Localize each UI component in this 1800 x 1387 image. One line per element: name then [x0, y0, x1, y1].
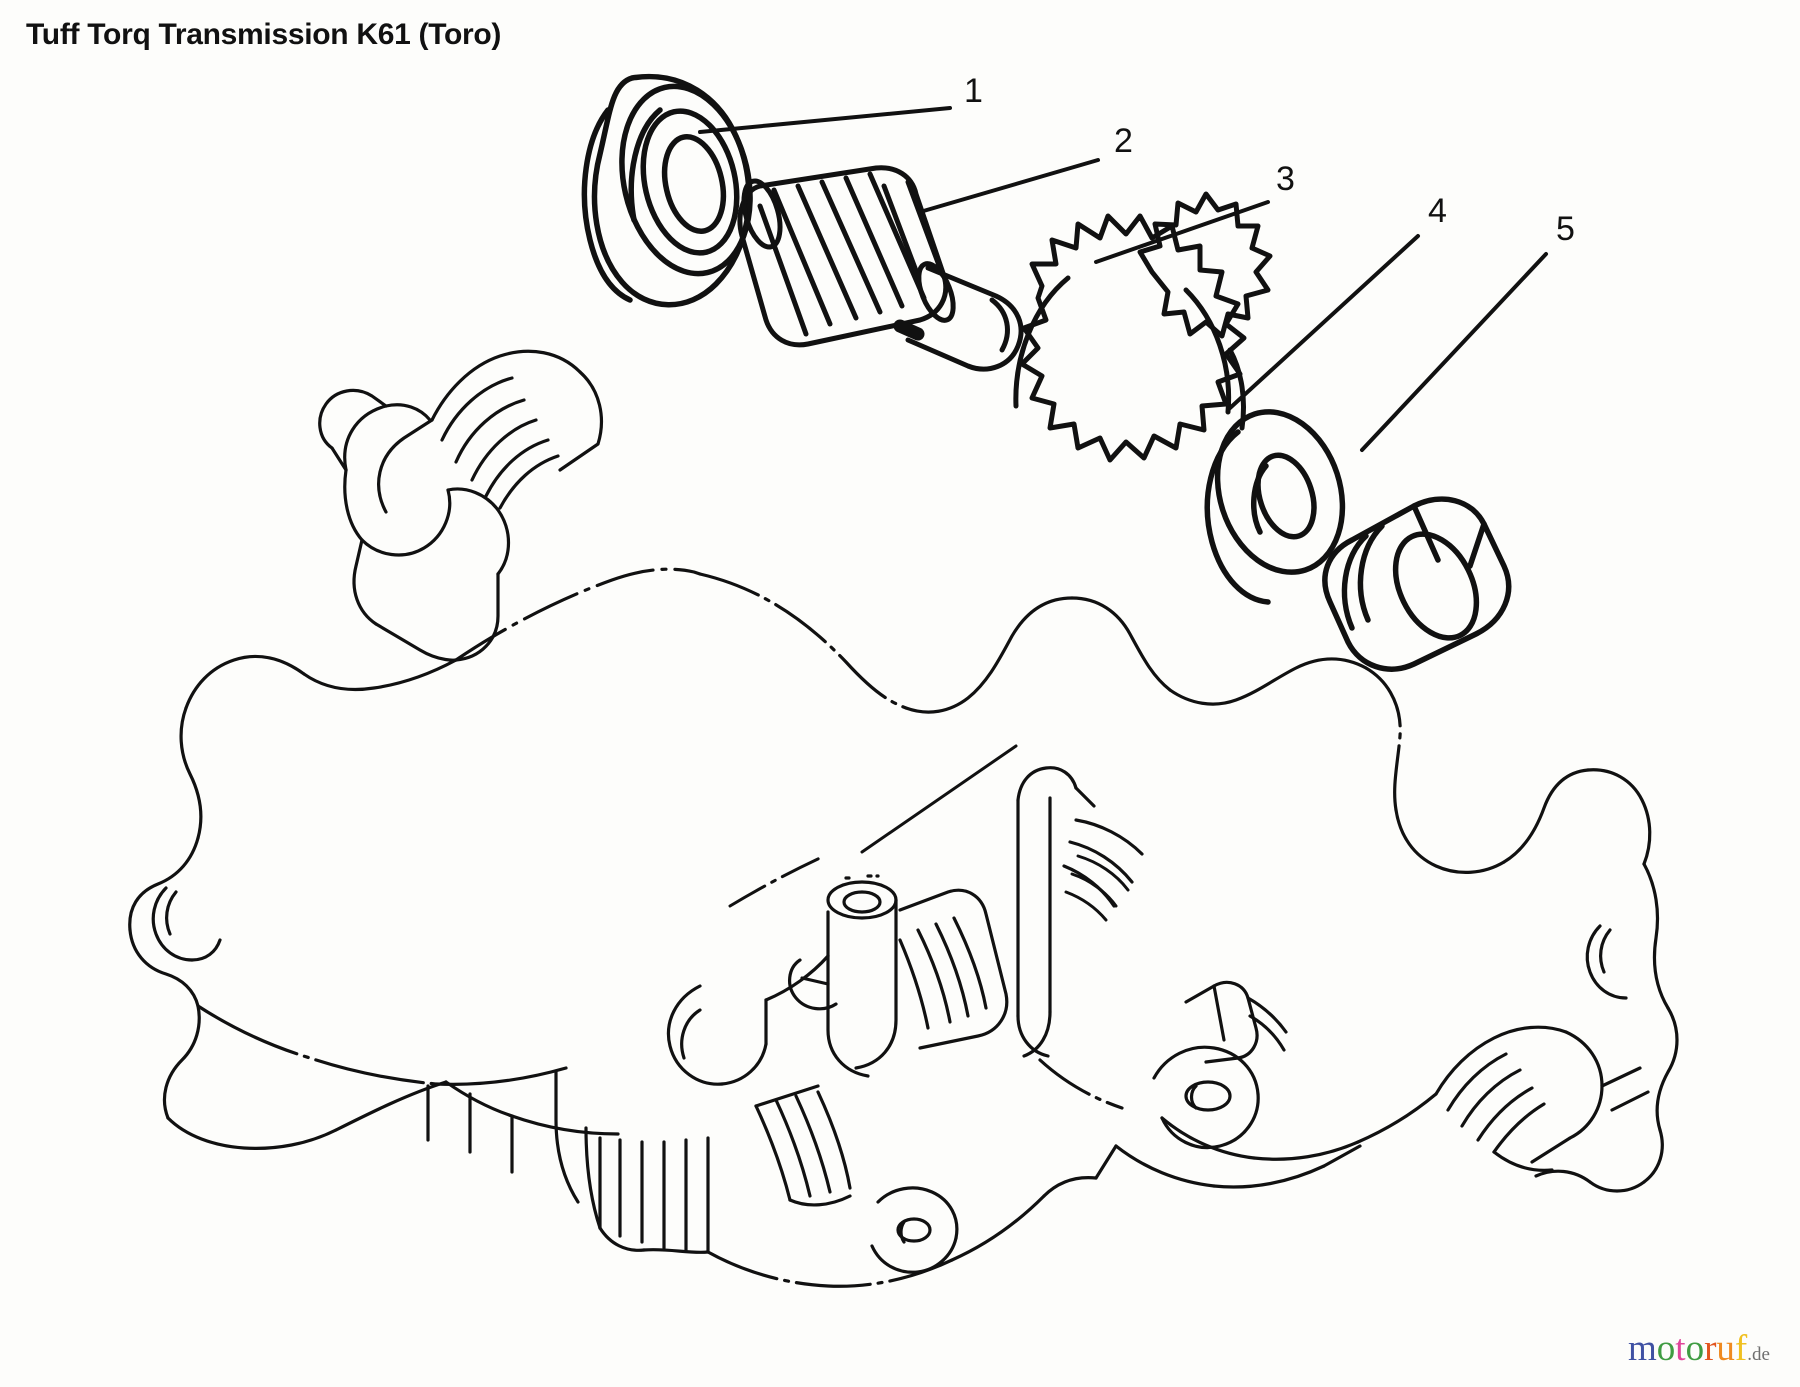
leader-line-4 — [1228, 234, 1420, 410]
leader-line-2 — [918, 158, 1100, 214]
transmission-case-housing — [128, 349, 1679, 1288]
housing-left-outline — [128, 654, 458, 1120]
leader-line-1 — [698, 106, 952, 134]
housing-center-shift-boss — [667, 874, 898, 1086]
watermark-letter-o1: o — [1656, 1328, 1676, 1369]
leader-line-3 — [1094, 200, 1270, 264]
housing-rib-hatching — [1064, 854, 1130, 922]
housing-fins-upper-left — [377, 349, 604, 514]
part-splined-pinion-shaft — [737, 165, 1024, 372]
page-title: Tuff Torq Transmission K61 (Toro) — [26, 18, 502, 51]
housing-right-boss — [1152, 980, 1288, 1150]
callout-leaders — [698, 106, 1548, 452]
housing-center-cross-rib — [1016, 766, 1144, 1058]
gear-spline-hub — [1137, 191, 1273, 339]
part-ball-bearing — [581, 73, 753, 308]
callout-number-4: 4 — [1428, 192, 1447, 230]
housing-shifter-fork-ribs — [754, 1084, 852, 1207]
part-bushing-collar — [1322, 496, 1512, 672]
housing-bottom-fins-right — [1434, 1025, 1650, 1172]
part-flat-washer — [1204, 409, 1346, 605]
watermark-letter-t: t — [1675, 1328, 1686, 1369]
callout-number-3: 3 — [1276, 160, 1295, 198]
housing-center-construction-lines — [728, 744, 1018, 908]
callout-number-2: 2 — [1114, 122, 1133, 160]
housing-center-ribbed-wedge — [898, 888, 1009, 1050]
watermark-letter-r: r — [1704, 1328, 1717, 1369]
watermark-suffix-de: .de — [1747, 1344, 1770, 1365]
watermark-letter-o2: o — [1685, 1328, 1705, 1369]
callout-number-1: 1 — [964, 72, 983, 110]
housing-bottom-fins-left — [426, 1070, 710, 1254]
watermark-letter-u: u — [1716, 1328, 1735, 1369]
watermark-letter-m: m — [1628, 1328, 1657, 1369]
leader-line-5 — [1360, 252, 1548, 452]
housing-top-outline — [454, 567, 1652, 874]
housing-right-outline — [1534, 862, 1679, 1193]
housing-bottom-outline — [706, 1144, 1118, 1288]
callout-number-5: 5 — [1556, 210, 1575, 248]
housing-lower-centre-pad — [870, 1186, 959, 1274]
housing-right-pocket — [1585, 924, 1628, 1000]
housing-bottom-left-flange — [166, 1004, 620, 1150]
watermark-motoruf: motoruf.de — [1628, 1330, 1770, 1367]
housing-left-pocket — [151, 886, 222, 962]
watermark-letter-f: f — [1734, 1328, 1748, 1369]
part-drive-gear — [1013, 191, 1273, 463]
housing-bottom-right-ledge — [1038, 1058, 1438, 1189]
